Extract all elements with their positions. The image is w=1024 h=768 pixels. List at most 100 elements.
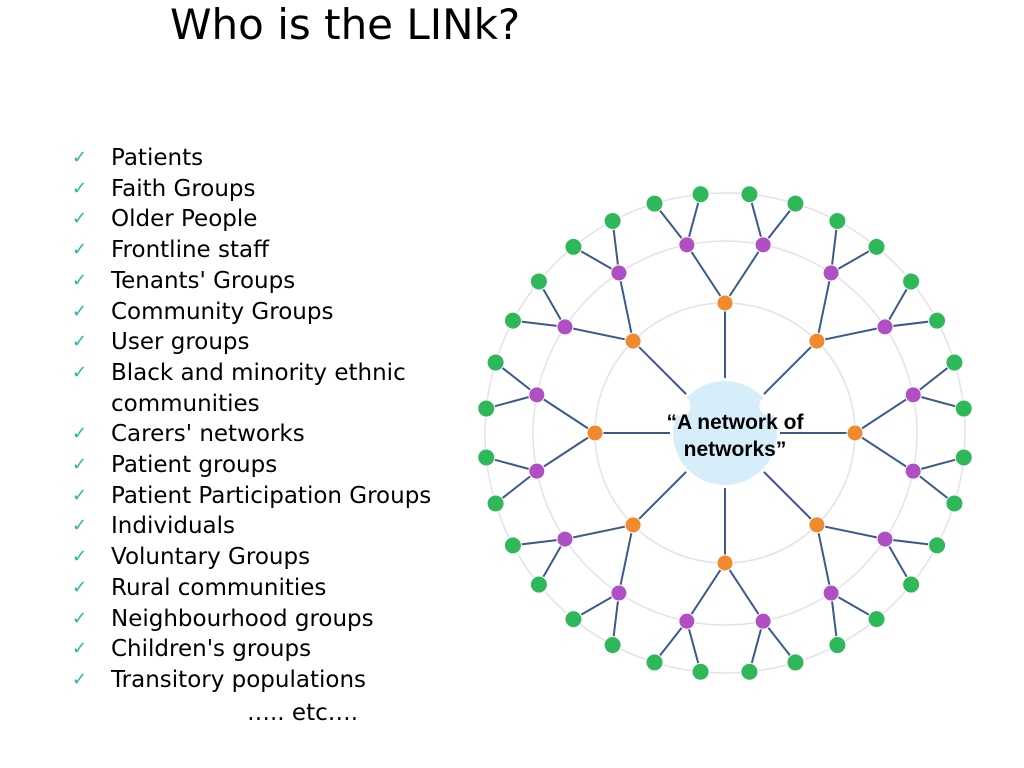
hub-node [624,516,642,534]
center-notch [759,395,780,416]
ring-3 [484,192,966,674]
list-item-label: Children's groups [111,636,312,663]
list-item-label: Patient groups [111,452,278,479]
list-item: ✓ User groups [72,327,492,358]
list-item: ✓Neighbourhood groups [72,604,492,635]
branch-line [564,325,634,343]
checkmark-icon: ✓ [72,668,88,690]
list-item: ✓Tenants' Groups [72,266,492,297]
leaf-node [902,272,921,291]
branch-line [564,523,634,541]
list-item: ✓ Children's groups [72,634,492,665]
spoke-line [763,340,818,395]
list-item: ✓Community Groups [72,297,492,328]
branch-line [617,524,635,594]
list-item-label: Black and minority ethnic communities [111,359,406,417]
checkmark-icon: ✓ [72,331,88,353]
branch-node [754,236,772,254]
spoke-line [632,471,687,526]
branch-line [816,523,886,541]
leaf-node [503,311,522,330]
leaf-node [928,536,947,555]
leaf-node [828,636,847,655]
branch-node [876,530,894,548]
list-item-label: User groups [111,329,250,356]
leaf-node [477,399,496,418]
checkmark-icon: ✓ [72,361,88,383]
leaf-node [645,194,664,213]
leaf-node [503,536,522,555]
leaf-node [786,653,805,672]
list-item-label: Community Groups [111,298,334,325]
branch-node [610,264,628,282]
list-item-label: Transitory populations [111,666,367,693]
list-item: ✓ Patient groups [72,450,492,481]
branch-node [610,584,628,602]
hub-node [846,424,864,442]
branch-line [617,272,635,342]
leaf-node [529,272,548,291]
list-item-label: Carers' networks [111,421,305,448]
checkmark-icon: ✓ [72,177,88,199]
list-item: ✓Frontline staff [72,235,492,266]
hub-node [808,516,826,534]
slide-title: Who is the LINk? [170,0,521,49]
branch-line [686,244,726,304]
list-item-label: Individuals [111,513,235,540]
leaf-node [564,237,583,256]
checkmark-icon: ✓ [72,454,88,476]
branch-node [556,318,574,336]
branch-node [754,612,772,630]
leaf-node [603,636,622,655]
checkmark-icon: ✓ [72,607,88,629]
leaf-node [954,448,973,467]
hub-node [624,332,642,350]
branch-line [536,394,596,434]
leaf-node [486,494,505,513]
branch-node [876,318,894,336]
branch-line [536,432,596,472]
checkmark-icon: ✓ [72,147,88,168]
list-item: ✓ Patients [72,143,492,174]
branch-line [815,272,833,342]
checkmark-icon: ✓ [72,208,88,230]
center-label-line-1: “A network of [666,411,804,434]
leaf-node [477,448,496,467]
list-item: ✓Carers' networks [72,419,492,450]
leaf-node [564,610,583,629]
leaf-node [945,494,964,513]
branch-node [556,530,574,548]
list-item-label: Frontline staff [111,237,269,264]
branch-line [816,325,886,343]
hub-node [716,294,734,312]
list-item-label: Faith Groups [111,175,256,202]
list-item: ✓Patient Participation Groups [72,481,492,512]
branch-line [854,394,914,434]
list-item-label: Older People [111,206,258,233]
network-diagram [477,185,973,681]
ring-2 [532,240,918,626]
checkmark-icon: ✓ [72,576,88,598]
branch-line [815,524,833,594]
list-item-label: Patients [111,145,204,171]
leaf-node [740,662,759,681]
center-label-line-2: networks” [683,438,787,461]
leaf-node [867,610,886,629]
checkmark-icon: ✓ [72,638,88,660]
checkmark-icon: ✓ [72,546,88,568]
list-item: ✓Individuals [72,511,492,542]
leaf-node [902,575,921,594]
list-item-label: Patient Participation Groups [111,482,432,509]
hub-node [716,554,734,572]
leaf-node [740,185,759,204]
branch-line [724,244,764,304]
list-item: ✓ Transitory populations [72,665,492,696]
spoke-line [763,471,818,526]
leaf-node [954,399,973,418]
etc-text: ….. etc…. [247,700,359,726]
center-bubble [673,381,777,485]
branch-line [724,562,764,622]
leaf-node [828,211,847,230]
list-item: ✓ Faith Groups [72,174,492,205]
list-item-label: Voluntary Groups [111,544,311,571]
